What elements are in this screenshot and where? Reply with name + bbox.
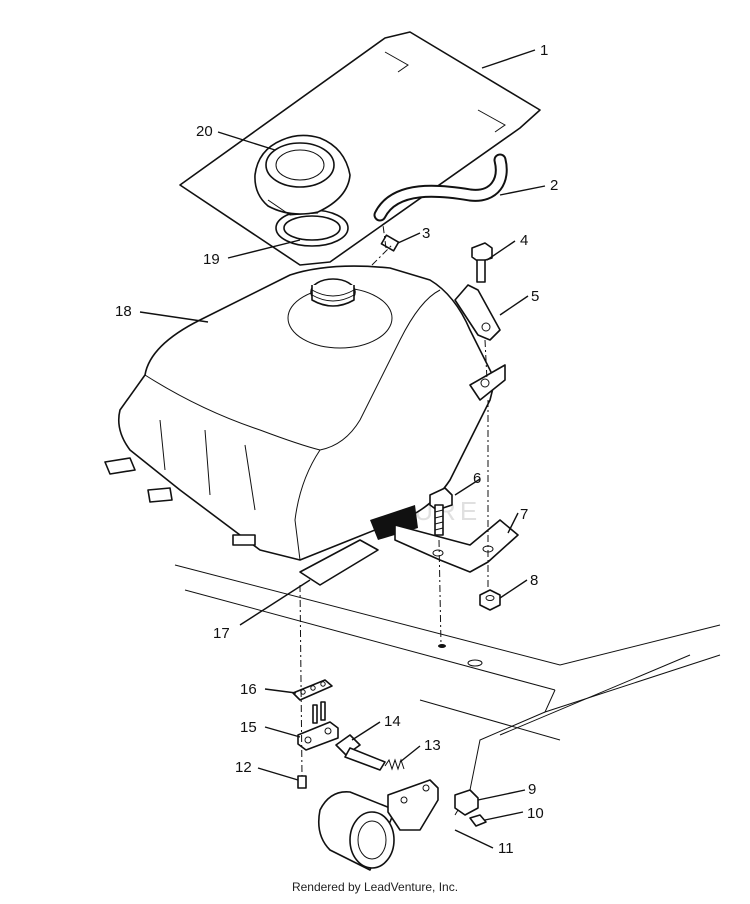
callout-11: 11: [498, 840, 514, 857]
callout-18: 18: [115, 303, 132, 320]
callout-3: 3: [422, 225, 430, 242]
callout-9: 9: [528, 781, 536, 798]
callout-13: 13: [424, 737, 441, 754]
callout-14: 14: [384, 713, 401, 730]
mount-11: [317, 779, 439, 871]
leader-lines: [139, 49, 546, 849]
callouts: 1 2 3 4 5 6 7 8 9 10 11 12 13 14 15 16 1…: [115, 42, 558, 857]
bolt-4: [471, 242, 493, 283]
callout-19: 19: [203, 251, 220, 268]
fuel-tank: [104, 265, 506, 561]
callout-6: 6: [473, 470, 481, 487]
callout-12: 12: [235, 759, 252, 776]
footer-credit: Rendered by LeadVenture, Inc.: [291, 880, 459, 894]
spring-13: [384, 758, 405, 771]
fuel-cap: [254, 134, 351, 247]
callout-5: 5: [531, 288, 539, 305]
clamp-9: [454, 789, 479, 816]
callout-1: 1: [540, 42, 548, 59]
nut-8: [479, 589, 501, 611]
callout-4: 4: [520, 232, 528, 249]
callout-15: 15: [240, 719, 257, 736]
fuel-line: [373, 153, 508, 222]
callout-10: 10: [527, 805, 544, 822]
valve-14: [335, 734, 386, 771]
assembly-lines: [299, 224, 489, 777]
callout-17: 17: [213, 625, 230, 642]
frame: [174, 564, 721, 816]
screw-10: [469, 814, 487, 827]
callout-2: 2: [550, 177, 558, 194]
fitting: [380, 234, 400, 252]
callout-8: 8: [530, 572, 538, 589]
bracket-5: [454, 284, 501, 341]
bolt-6: [429, 487, 453, 536]
callout-16: 16: [240, 681, 257, 698]
petcock: [292, 679, 339, 789]
callout-7: 7: [520, 506, 528, 523]
callout-20: 20: [196, 123, 213, 140]
